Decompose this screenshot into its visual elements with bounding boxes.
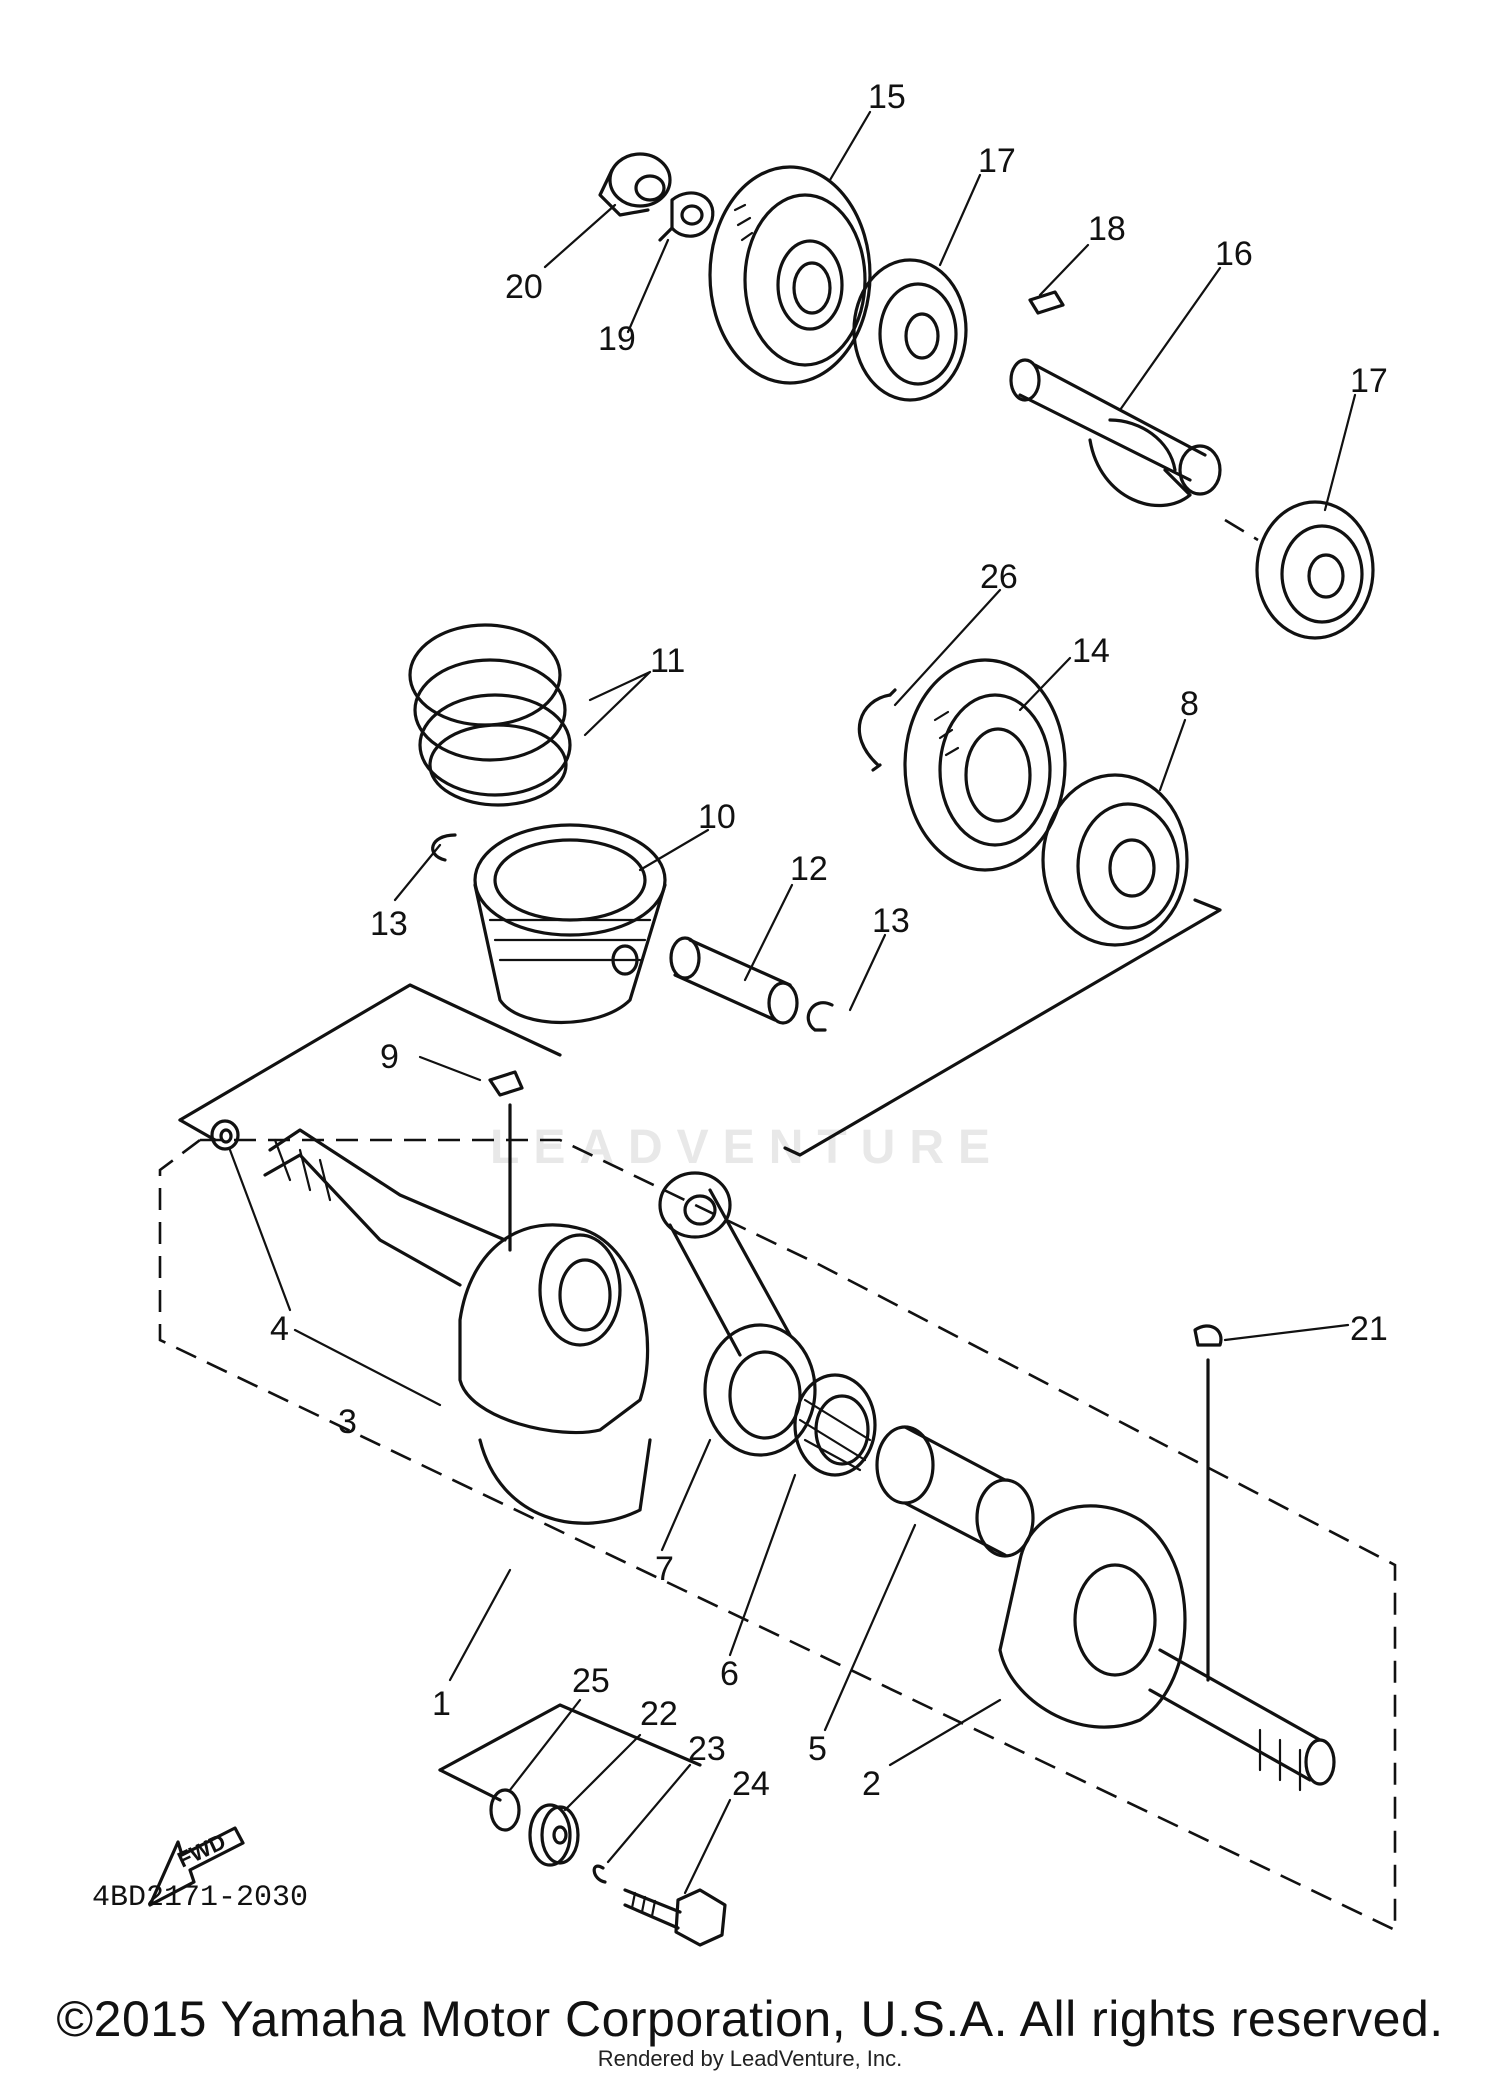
part-14-drive-gear	[903, 658, 1067, 872]
part-15-balancer-gear	[708, 165, 872, 385]
fwd-label: FWD	[174, 1829, 230, 1873]
callout-3: 3	[338, 1403, 357, 1441]
part-23-circlip	[592, 1864, 607, 1884]
callout-13b: 13	[872, 902, 910, 940]
part-4-washer	[210, 1119, 240, 1151]
callout-4: 4	[270, 1310, 289, 1348]
part-26-circlip	[857, 688, 897, 772]
callout-7: 7	[655, 1550, 674, 1588]
part-2-crank-half-right	[998, 1504, 1336, 1792]
figure-code: 4BD2171-2030	[92, 1881, 308, 1915]
part-21-woodruff-key	[1193, 1324, 1223, 1347]
assembly-1-outline	[158, 1138, 1397, 1933]
leader-lines	[228, 110, 1357, 1895]
part-3-crank-half-left	[263, 1128, 652, 1525]
part-7-connecting-rod	[658, 1171, 817, 1457]
callout-5: 5	[808, 1730, 827, 1768]
callout-10: 10	[698, 798, 736, 836]
part-11-piston-rings	[408, 623, 572, 807]
part-12-piston-pin	[669, 936, 799, 1025]
callout-2: 2	[862, 1765, 881, 1803]
callout-14: 14	[1072, 632, 1110, 670]
part-24-bolt	[623, 1888, 727, 1947]
callout-24: 24	[732, 1765, 770, 1803]
part-19-lock-washer	[658, 191, 715, 242]
callout-13a: 13	[370, 905, 408, 943]
part-8-bearing	[1041, 773, 1189, 947]
callout-21: 21	[1350, 1310, 1388, 1348]
callout-26: 26	[980, 558, 1018, 596]
part-9-woodruff-key	[488, 1070, 524, 1097]
part-10-piston	[473, 823, 667, 1024]
part-6-needle-bearing	[793, 1373, 877, 1477]
part-5-crank-pin	[875, 1425, 1035, 1558]
callout-11: 11	[650, 642, 685, 680]
callout-9: 9	[380, 1038, 399, 1076]
part-17-bearing-upper-left	[852, 258, 968, 402]
callout-20: 20	[505, 268, 543, 306]
copyright-notice: ©2015 Yamaha Motor Corporation, U.S.A. A…	[56, 1991, 1444, 2047]
part-17-bearing-upper-right	[1255, 500, 1375, 640]
callout-17b: 17	[1350, 362, 1388, 400]
part-13-clip-right	[806, 1001, 834, 1032]
callout-8: 8	[1180, 685, 1199, 723]
callout-19: 19	[598, 320, 636, 358]
callout-6: 6	[720, 1655, 739, 1693]
part-25-o-ring	[489, 1788, 521, 1832]
callout-1: 1	[432, 1685, 451, 1723]
callout-23: 23	[688, 1730, 726, 1768]
part-20-nut	[598, 152, 672, 217]
parts-diagram: FWD 15 17 18 16 17 20 19 26	[92, 78, 1397, 1947]
callout-18: 18	[1088, 210, 1126, 248]
part-22-washer	[528, 1803, 580, 1867]
callout-15: 15	[868, 78, 906, 116]
part-16-balancer-shaft	[1009, 358, 1222, 508]
callout-25: 25	[572, 1662, 610, 1700]
rendered-by-note: Rendered by LeadVenture, Inc.	[597, 2046, 903, 2071]
callout-17a: 17	[978, 142, 1016, 180]
callout-22: 22	[640, 1695, 678, 1733]
callout-16: 16	[1215, 235, 1253, 273]
part-18-key	[1028, 290, 1065, 315]
callout-12: 12	[790, 850, 828, 888]
part-13-clip-left	[431, 833, 457, 862]
